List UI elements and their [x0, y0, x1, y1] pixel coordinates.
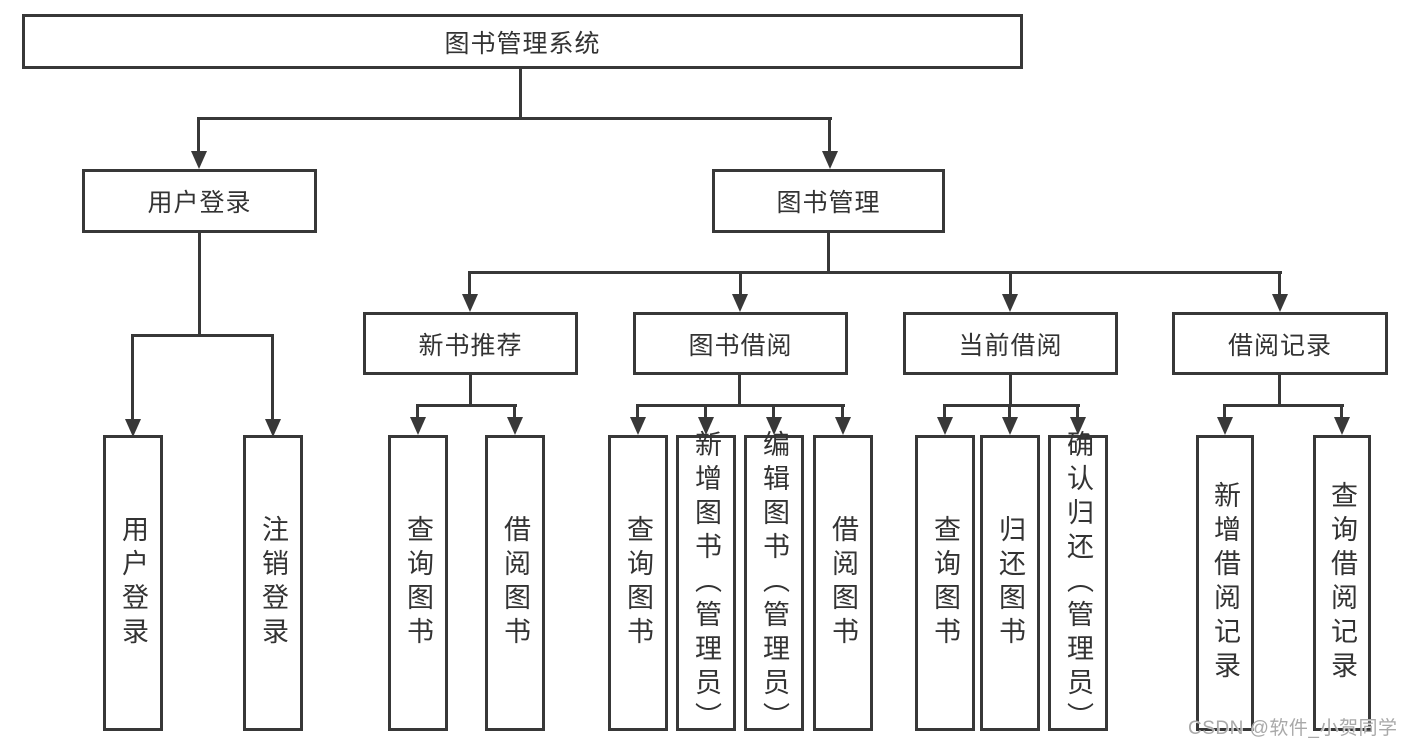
connector-vline — [841, 404, 844, 419]
leaf-add-books-admin: 新增图书（管理员） — [676, 430, 736, 736]
connector-vline — [1009, 271, 1012, 296]
connector-vline — [131, 334, 134, 419]
connector-vline — [416, 404, 419, 419]
connector-hline — [131, 334, 274, 337]
node-label: 归还图书 — [995, 515, 1025, 651]
arrow-down-icon — [507, 417, 523, 435]
connector-vline — [704, 404, 707, 419]
node-label: 用户登录 — [118, 515, 148, 651]
leaf-borrow-books: 借阅图书 — [813, 435, 873, 731]
connector-vline — [636, 404, 639, 419]
connector-vline — [1278, 271, 1281, 296]
node-label: 图书借阅 — [688, 331, 793, 360]
node-label: 新增借阅记录 — [1210, 481, 1240, 685]
connector-hline — [416, 404, 517, 407]
node-book-borrowing: 图书借阅 — [633, 312, 848, 375]
connector-hline — [1223, 404, 1344, 407]
connector-vline — [469, 375, 472, 406]
node-label: 借阅图书 — [500, 515, 530, 651]
connector-vline — [738, 375, 741, 406]
arrow-down-icon — [1002, 294, 1018, 312]
node-label: 注销登录 — [258, 515, 288, 651]
node-label: 查询图书 — [930, 515, 960, 651]
arrow-down-icon — [630, 417, 646, 435]
arrow-down-icon — [191, 151, 207, 169]
connector-vline — [828, 117, 831, 152]
arrow-down-icon — [410, 417, 426, 435]
connector-hline — [943, 404, 1080, 407]
node-label: 查询借阅记录 — [1327, 481, 1357, 685]
arrow-down-icon — [1334, 417, 1350, 435]
node-label: 确认归还（管理员） — [1063, 430, 1093, 736]
connector-vline — [519, 68, 522, 118]
leaf-logout: 注销登录 — [243, 435, 303, 731]
leaf-return-books: 归还图书 — [980, 435, 1040, 731]
node-current-borrowing: 当前借阅 — [903, 312, 1118, 375]
connector-vline — [197, 117, 200, 152]
connector-vline — [1340, 404, 1343, 419]
node-user-login: 用户登录 — [82, 169, 317, 233]
node-label: 查询图书 — [403, 515, 433, 651]
watermark: CSDN @软件_小贺同学 — [1188, 718, 1398, 739]
arrow-down-icon — [732, 294, 748, 312]
connector-vline — [1008, 404, 1011, 419]
arrow-down-icon — [1070, 417, 1086, 435]
arrow-down-icon — [698, 417, 714, 435]
node-label: 新增图书（管理员） — [691, 430, 721, 736]
connector-hline — [636, 404, 845, 407]
node-book-management: 图书管理 — [712, 169, 945, 233]
connector-vline — [271, 334, 274, 419]
connector-vline — [1009, 375, 1012, 406]
connector-vline — [1076, 404, 1079, 419]
connector-vline — [1278, 375, 1281, 406]
arrow-down-icon — [937, 417, 953, 435]
node-root: 图书管理系统 — [22, 14, 1023, 69]
connector-vline — [772, 404, 775, 419]
arrow-down-icon — [462, 294, 478, 312]
connector-vline — [943, 404, 946, 419]
leaf-add-borrow-record: 新增借阅记录 — [1196, 435, 1254, 731]
node-label: 新书推荐 — [418, 331, 523, 360]
leaf-query-books-current: 查询图书 — [915, 435, 975, 731]
arrow-down-icon — [822, 151, 838, 169]
arrow-down-icon — [1217, 417, 1233, 435]
node-label: 用户登录 — [147, 189, 252, 217]
arrow-down-icon — [1272, 294, 1288, 312]
arrow-down-icon — [125, 419, 141, 437]
node-label: 图书管理 — [776, 189, 881, 217]
node-label: 编辑图书（管理员） — [759, 430, 789, 736]
arrow-down-icon — [265, 419, 281, 437]
arrow-down-icon — [766, 417, 782, 435]
node-label: 图书管理系统 — [444, 29, 601, 58]
leaf-query-borrow-record: 查询借阅记录 — [1313, 435, 1371, 731]
leaf-edit-books-admin: 编辑图书（管理员） — [744, 430, 804, 736]
connector-vline — [739, 271, 742, 296]
connector-vline — [513, 404, 516, 419]
arrow-down-icon — [835, 417, 851, 435]
connector-vline — [1223, 404, 1226, 419]
leaf-query-books-recommend: 查询图书 — [388, 435, 448, 731]
node-borrowing-records: 借阅记录 — [1172, 312, 1388, 375]
leaf-user-login: 用户登录 — [103, 435, 163, 731]
node-label: 查询图书 — [623, 515, 653, 651]
connector-hline — [197, 117, 832, 120]
connector-hline — [468, 271, 1282, 274]
connector-vline — [198, 233, 201, 336]
node-label: 借阅图书 — [828, 515, 858, 651]
connector-vline — [827, 233, 830, 273]
connector-vline — [468, 271, 471, 296]
node-new-book-recommend: 新书推荐 — [363, 312, 578, 375]
node-label: 借阅记录 — [1227, 331, 1332, 360]
node-label: 当前借阅 — [958, 331, 1063, 360]
leaf-confirm-return-admin: 确认归还（管理员） — [1048, 430, 1108, 736]
arrow-down-icon — [1002, 417, 1018, 435]
leaf-query-books-borrowing: 查询图书 — [608, 435, 668, 731]
leaf-borrow-books-recommend: 借阅图书 — [485, 435, 545, 731]
